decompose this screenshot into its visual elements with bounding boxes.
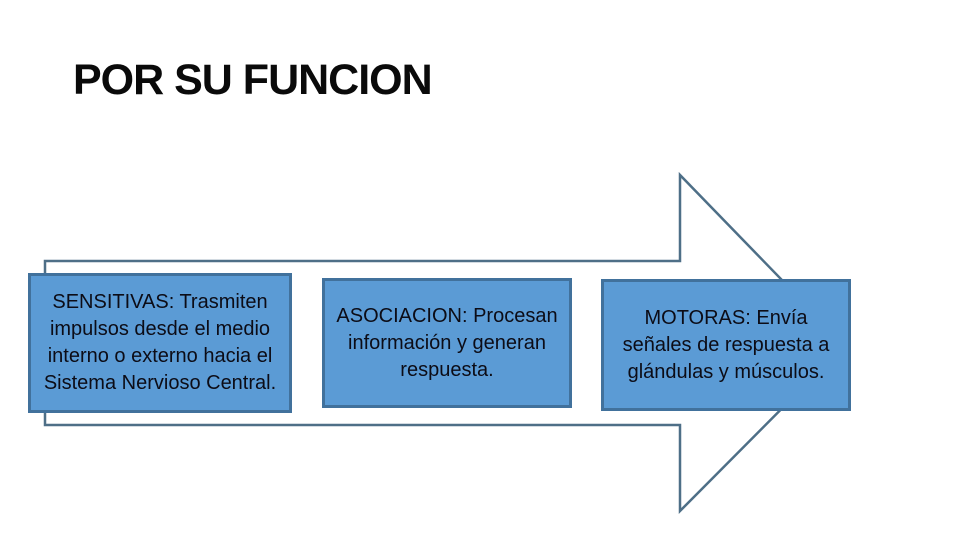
function-box-motoras: MOTORAS: Envía señales de respuesta a gl… bbox=[601, 279, 851, 411]
function-box-sensitivas: SENSITIVAS: Trasmiten impulsos desde el … bbox=[28, 273, 292, 413]
function-box-asociacion-text: ASOCIACION: Procesan información y gener… bbox=[336, 304, 558, 381]
function-box-asociacion: ASOCIACION: Procesan información y gener… bbox=[322, 278, 572, 408]
slide-title: POR SU FUNCION bbox=[73, 56, 433, 104]
function-box-motoras-text: MOTORAS: Envía señales de respuesta a gl… bbox=[622, 306, 830, 383]
function-box-sensitivas-text: SENSITIVAS: Trasmiten impulsos desde el … bbox=[43, 291, 277, 394]
